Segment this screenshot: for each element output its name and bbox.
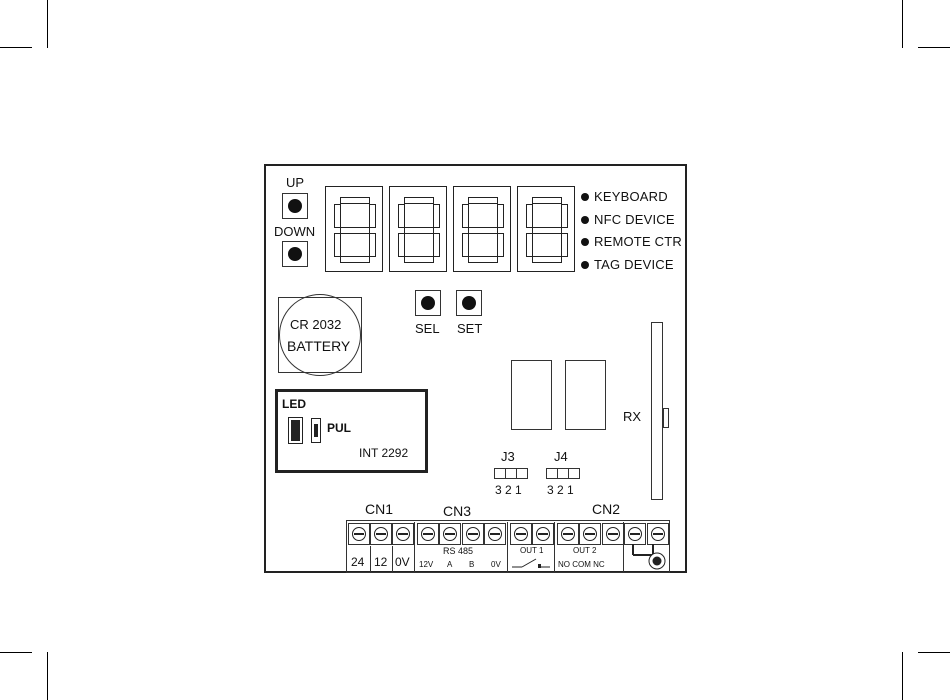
battery-holder: CR 2032 BATTERY — [278, 297, 362, 373]
cn1-label: CN1 — [365, 501, 393, 517]
crop-mark — [0, 47, 32, 48]
indicator-label-tag: TAG DEVICE — [594, 257, 674, 272]
indicator-led — [581, 238, 589, 246]
terminal-screw[interactable] — [532, 523, 554, 545]
sel-button[interactable] — [415, 290, 441, 316]
pul-label: PUL — [327, 421, 351, 435]
cn1-pin-0v: 0V — [395, 555, 410, 569]
crop-mark — [47, 652, 48, 700]
relay — [511, 360, 552, 430]
terminal-screw[interactable] — [602, 523, 624, 545]
model-number: INT 2292 — [359, 446, 408, 460]
group-divider — [507, 522, 508, 573]
terminal-screw[interactable] — [557, 523, 579, 545]
group-divider — [554, 522, 555, 573]
terminal-screw[interactable] — [462, 523, 484, 545]
terminal-screw[interactable] — [439, 523, 461, 545]
group-divider — [623, 522, 624, 573]
indicator-led — [581, 261, 589, 269]
indicator-led — [581, 193, 589, 201]
divider — [392, 546, 393, 572]
rx-connector — [663, 408, 669, 428]
set-label: SET — [457, 321, 482, 336]
out1-label: OUT 1 — [520, 546, 543, 555]
battery-type: CR 2032 — [290, 317, 341, 332]
sel-label: SEL — [415, 321, 440, 336]
terminal-screw[interactable] — [392, 523, 414, 545]
rx-module — [651, 322, 663, 500]
cn1-pin-12: 12 — [374, 555, 387, 569]
crop-mark — [0, 652, 32, 653]
led-indicator — [288, 417, 303, 444]
indicator-label-nfc: NFC DEVICE — [594, 212, 675, 227]
rx-label: RX — [623, 409, 641, 424]
crop-mark — [902, 652, 903, 700]
cn3-label: CN3 — [443, 503, 471, 519]
out2-pins: NO COM NC — [558, 560, 605, 569]
antenna-symbol-icon — [629, 543, 669, 573]
out2-label: OUT 2 — [573, 546, 596, 555]
cn3-pin-a: A — [447, 560, 452, 569]
display-digit — [517, 186, 575, 272]
display-digit — [325, 186, 383, 272]
terminal-screw[interactable] — [510, 523, 532, 545]
cn1-pin-24: 24 — [351, 555, 364, 569]
j4-label: J4 — [554, 449, 568, 464]
j3-pins: 3 2 1 — [495, 483, 522, 497]
crop-mark — [47, 0, 48, 48]
down-button[interactable] — [282, 241, 308, 267]
indicator-label-remote: REMOTE CTR — [594, 234, 682, 249]
up-button[interactable] — [282, 193, 308, 219]
battery-cell — [279, 294, 361, 376]
divider — [370, 546, 371, 572]
crop-mark — [902, 0, 903, 48]
terminal-screw[interactable] — [348, 523, 370, 545]
led-module: LED PUL INT 2292 — [275, 389, 428, 473]
up-label: UP — [286, 175, 304, 190]
relay — [565, 360, 606, 430]
indicator-led — [581, 216, 589, 224]
j3-label: J3 — [501, 449, 515, 464]
cn3-pin-12v: 12V — [419, 560, 433, 569]
terminal-screw[interactable] — [647, 523, 669, 545]
indicator-label-keyboard: KEYBOARD — [594, 189, 668, 204]
switch-symbol-icon — [510, 556, 554, 570]
group-divider — [414, 522, 415, 573]
display-digit — [453, 186, 511, 272]
j4-pins: 3 2 1 — [547, 483, 574, 497]
crop-mark — [918, 47, 950, 48]
battery-label: BATTERY — [287, 338, 350, 354]
j4-jumper[interactable] — [546, 468, 580, 479]
down-label: DOWN — [274, 224, 315, 239]
terminal-screw[interactable] — [579, 523, 601, 545]
terminal-screw[interactable] — [370, 523, 392, 545]
display-digit — [389, 186, 447, 272]
terminal-screw[interactable] — [484, 523, 506, 545]
set-button[interactable] — [456, 290, 482, 316]
circuit-board: UP DOWN — [264, 164, 687, 573]
terminal-screw[interactable] — [624, 523, 646, 545]
cn3-pin-0v: 0V — [491, 560, 501, 569]
cn2-label: CN2 — [592, 501, 620, 517]
crop-mark — [918, 652, 950, 653]
pul-switch[interactable] — [311, 418, 321, 443]
rs485-label: RS 485 — [443, 546, 473, 556]
terminal-screw[interactable] — [417, 523, 439, 545]
cn3-pin-b: B — [469, 560, 474, 569]
led-label: LED — [282, 397, 306, 411]
j3-jumper[interactable] — [494, 468, 528, 479]
